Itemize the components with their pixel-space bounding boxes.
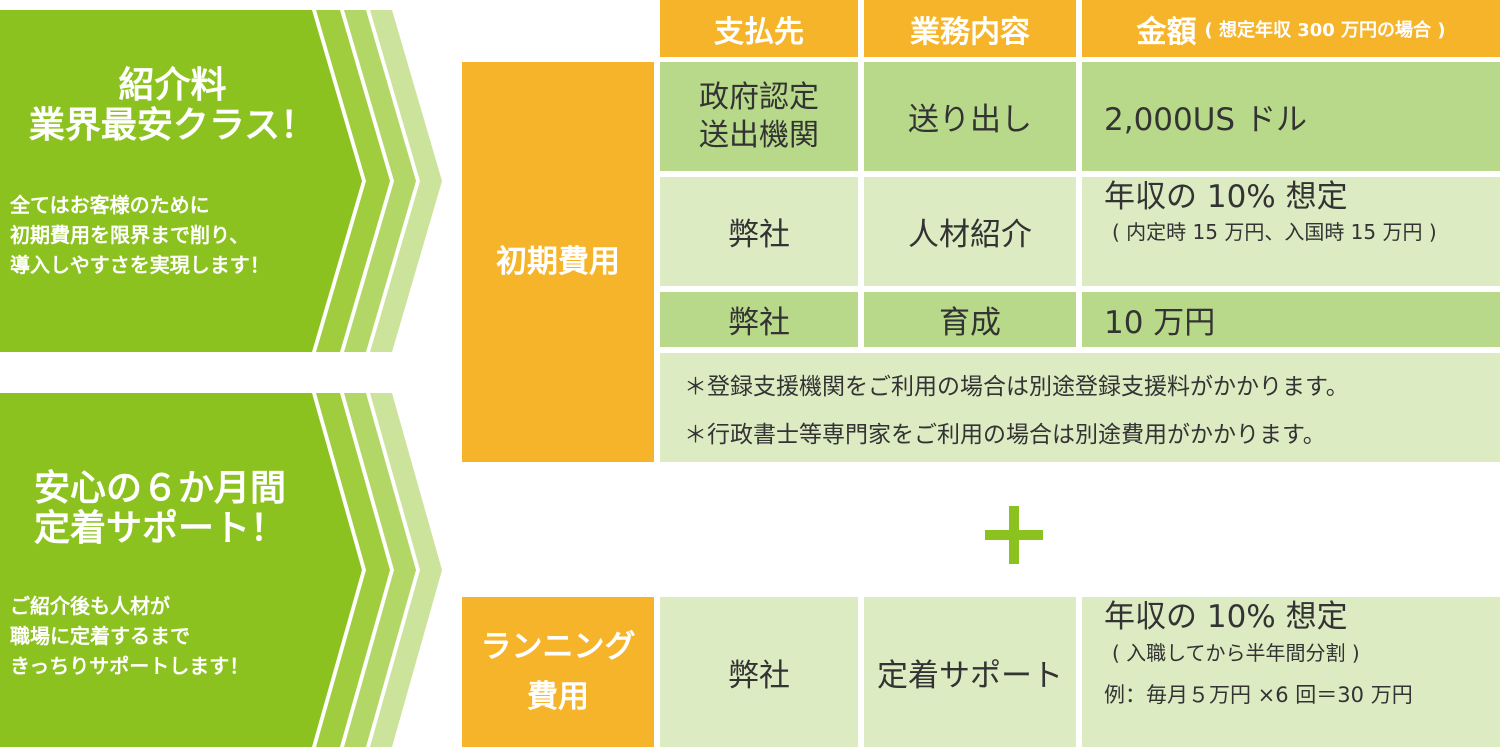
- header-payee-label: 支払先: [714, 14, 804, 50]
- header-amount: 金額 ( 想定年収 300 万円の場合 ): [1082, 0, 1500, 57]
- feature-panel-fee: 紹介料 業界最安クラス！ 全てはお客様のために 初期費用を限界まで削り、 導入し…: [0, 10, 450, 352]
- panel-body-line: 全てはお客様のために: [10, 193, 210, 217]
- header-amount-label: 金額: [1136, 14, 1197, 50]
- panel-body-line: 職場に定着するまで: [10, 624, 190, 648]
- running-row-payee: 弊社: [660, 597, 858, 747]
- note-line: ＊登録支援機関をご利用の場合は別途登録支援料がかかります。: [684, 374, 1349, 400]
- table-row-amount: 年収の 10% 想定 ( 内定時 15 万円、入国時 15 万円 ): [1082, 177, 1500, 286]
- feature-panel-support: 安心の６か月間 定着サポート！ ご紹介後も人材が 職場に定着するまで きっちりサ…: [0, 393, 450, 747]
- panel-body-line: きっちりサポートします！: [10, 654, 250, 678]
- header-amount-note: ( 想定年収 300 万円の場合 ): [1204, 19, 1446, 41]
- running-cost-label: ランニング 費用: [462, 597, 654, 747]
- payee-line: 政府認定: [699, 79, 819, 115]
- running-cost-label-line: 費用: [527, 679, 589, 715]
- work-text: 送り出し: [908, 102, 1032, 138]
- initial-cost-label: 初期費用: [462, 62, 654, 462]
- panel-title-line: 紹介料: [118, 65, 227, 106]
- table-row-work: 送り出し: [864, 62, 1076, 171]
- running-row-amount: 年収の 10% 想定 ( 入職してから半年間分割 ) 例：毎月５万円 ×6 回＝…: [1082, 597, 1500, 747]
- header-work: 業務内容: [864, 0, 1076, 57]
- table-row-payee: 政府認定 送出機関: [660, 62, 858, 171]
- amount-subtext: ( 入職してから半年間分割 ): [1112, 641, 1360, 665]
- running-row-work: 定着サポート: [864, 597, 1076, 747]
- notes-block: ＊登録支援機関をご利用の場合は別途登録支援料がかかります。 ＊行政書士等専門家を…: [660, 353, 1500, 462]
- panel-body-line: 導入しやすさを実現します！: [10, 253, 270, 277]
- amount-text: 2,000US ドル: [1104, 102, 1307, 138]
- amount-subtext: ( 内定時 15 万円、入国時 15 万円 ): [1112, 220, 1437, 244]
- amount-text: 10 万円: [1104, 305, 1216, 341]
- work-text: 育成: [939, 305, 1001, 341]
- panel-body-line: 初期費用を限界まで削り、: [10, 223, 250, 247]
- amount-example: 例：毎月５万円 ×6 回＝30 万円: [1104, 683, 1413, 707]
- payee-text: 弊社: [728, 657, 790, 694]
- table-row-payee: 弊社: [660, 177, 858, 286]
- table-row-payee: 弊社: [660, 292, 858, 347]
- chevron-arrow-shape: [0, 393, 442, 747]
- work-text: 定着サポート: [877, 657, 1063, 694]
- header-payee: 支払先: [660, 0, 858, 57]
- table-row-amount: 10 万円: [1082, 292, 1500, 347]
- amount-text: 年収の 10% 想定: [1104, 179, 1348, 215]
- payee-line: 弊社: [728, 305, 790, 341]
- table-row-work: 人材紹介: [864, 177, 1076, 286]
- panel-title-line: 安心の６か月間: [33, 468, 286, 509]
- table-row-work: 育成: [864, 292, 1076, 347]
- work-text: 人材紹介: [908, 217, 1032, 253]
- table-row-amount: 2,000US ドル: [1082, 62, 1500, 171]
- amount-text: 年収の 10% 想定: [1104, 599, 1348, 635]
- header-work-label: 業務内容: [910, 14, 1030, 50]
- panel-title-line: 定着サポート！: [33, 508, 286, 549]
- chevron-arrow-shape: [0, 10, 442, 352]
- note-line: ＊行政書士等専門家をご利用の場合は別途費用がかかります。: [684, 422, 1326, 448]
- running-cost-label-line: ランニング: [480, 629, 636, 665]
- panel-body-line: ご紹介後も人材が: [10, 594, 170, 618]
- plus-icon: [985, 506, 1043, 564]
- payee-line: 弊社: [728, 217, 790, 253]
- panel-title-line: 業界最安クラス！: [28, 105, 317, 146]
- initial-cost-label-text: 初期費用: [496, 244, 620, 280]
- payee-line: 送出機関: [699, 117, 819, 153]
